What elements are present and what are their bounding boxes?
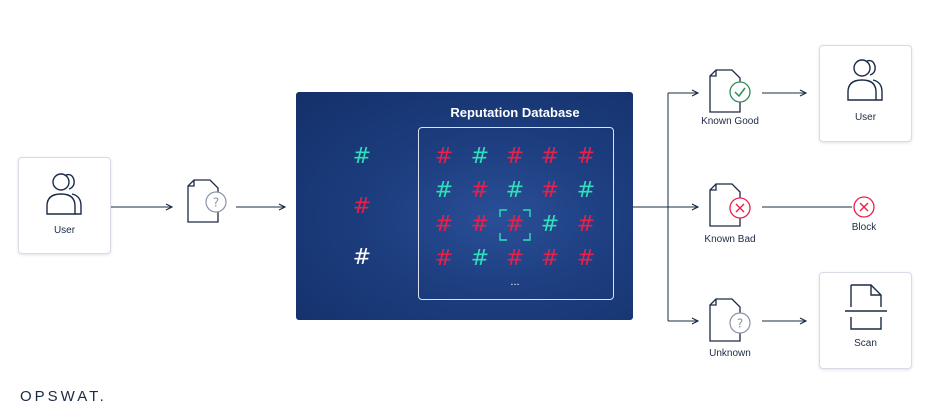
known-good-label: Known Good — [701, 116, 759, 127]
scan-card: Scan — [819, 272, 912, 369]
grid-hash: # — [540, 246, 560, 271]
opswat-logo: OPSWAT. — [20, 388, 107, 405]
target-user-label: User — [854, 112, 877, 123]
grid-hash: # — [540, 212, 560, 237]
grid-hash: # — [434, 178, 454, 203]
svg-text:?: ? — [737, 317, 743, 331]
block-label: Block — [851, 222, 877, 233]
grid-hash: # — [576, 212, 596, 237]
input-hash-1: # — [352, 144, 372, 169]
grid-hash-selected: # — [505, 212, 525, 237]
grid-hash: # — [470, 144, 490, 169]
unknown-label: Unknown — [709, 348, 751, 359]
reputation-database-panel — [296, 92, 633, 320]
database-title: Reputation Database — [450, 105, 580, 120]
file-check-icon — [709, 69, 751, 113]
grid-hash: # — [434, 144, 454, 169]
grid-hash: # — [505, 178, 525, 203]
user-icon — [46, 173, 82, 215]
outcome-branch — [633, 93, 852, 321]
input-hash-2: # — [352, 194, 372, 219]
svg-text:?: ? — [213, 196, 219, 210]
grid-hash: # — [470, 212, 490, 237]
grid-hash: # — [576, 144, 596, 169]
grid-hash: # — [540, 178, 560, 203]
grid-ellipsis: ... — [510, 276, 520, 288]
scan-label: Scan — [854, 338, 877, 349]
grid-hash: # — [576, 178, 596, 203]
grid-hash: # — [505, 246, 525, 271]
target-user-card: User — [819, 45, 912, 142]
grid-hash: # — [434, 212, 454, 237]
file-x-icon — [709, 183, 751, 227]
scan-icon — [845, 284, 887, 330]
grid-hash: # — [470, 178, 490, 203]
source-user-label: User — [53, 225, 76, 236]
match-focus-brackets — [499, 209, 531, 241]
file-question-icon: ? — [709, 298, 751, 342]
block-x-icon — [853, 196, 875, 218]
known-bad-label: Known Bad — [704, 234, 756, 245]
user-icon — [847, 59, 883, 101]
file-question-icon: ? — [187, 179, 227, 223]
grid-hash: # — [540, 144, 560, 169]
grid-hash: # — [576, 246, 596, 271]
grid-hash: # — [505, 144, 525, 169]
source-user-card: User — [18, 157, 111, 254]
hash-grid-box — [418, 127, 614, 300]
grid-hash: # — [434, 246, 454, 271]
input-hash-3: # — [352, 245, 372, 270]
grid-hash: # — [470, 246, 490, 271]
